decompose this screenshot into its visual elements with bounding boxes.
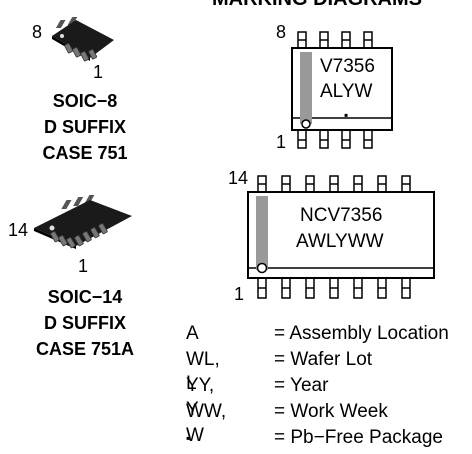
marking14-line1: NCV7356 [300, 205, 383, 226]
marking8-pin8-label: 8 [276, 22, 287, 42]
legend-desc: = Assembly Location [274, 323, 449, 344]
soic14-pin1-label: 1 [78, 256, 89, 276]
legend-desc: = Year [274, 375, 329, 396]
marking8-pb-free-dot: ▪ [344, 108, 349, 122]
legend-code: YY, Y [186, 375, 215, 420]
soic8-package-image [52, 17, 114, 62]
legend-desc: = Wafer Lot [274, 349, 373, 370]
marking14-outline [247, 175, 435, 299]
marking8-outline [291, 31, 393, 149]
soic8-package-name: SOIC−8 D SUFFIX CASE 751 [10, 88, 160, 166]
soic14-pin14-label: 14 [8, 220, 29, 240]
soic14-package-name: SOIC−14 D SUFFIX CASE 751A [10, 284, 160, 362]
marking8-pin1-label: 1 [276, 132, 287, 152]
legend-code: ▪ [186, 431, 191, 445]
legend-code: WL, L [186, 349, 220, 394]
legend-desc: = Pb−Free Package [274, 427, 443, 448]
marking8-line2: ALYW [320, 81, 373, 102]
soic8-name-line2: D SUFFIX [43, 117, 126, 137]
soic14-package-image [34, 195, 132, 249]
soic8-pin1-label: 1 [93, 62, 104, 82]
soic14-name-line3: CASE 751A [35, 339, 135, 359]
marking14-pin14-label: 14 [228, 168, 249, 188]
soic8-pin8-label: 8 [32, 22, 43, 42]
marking-diagrams-title: MARKING DIAGRAMS [212, 0, 422, 11]
marking14-pin1-label: 1 [234, 284, 245, 304]
marking14-line2: AWLYWW [296, 231, 384, 252]
soic14-name-line1: SOIC−14 [47, 287, 123, 307]
legend: A = Assembly Location WL, L = Wafer Lot … [186, 322, 472, 452]
legend-desc: = Work Week [274, 401, 388, 422]
soic14-name-line2: D SUFFIX [43, 313, 126, 333]
marking8-line1: V7356 [320, 56, 375, 77]
soic8-name-line3: CASE 751 [42, 143, 128, 163]
soic8-name-line1: SOIC−8 [52, 91, 118, 111]
legend-code: A [186, 323, 199, 344]
legend-code: WW, W [186, 401, 227, 446]
